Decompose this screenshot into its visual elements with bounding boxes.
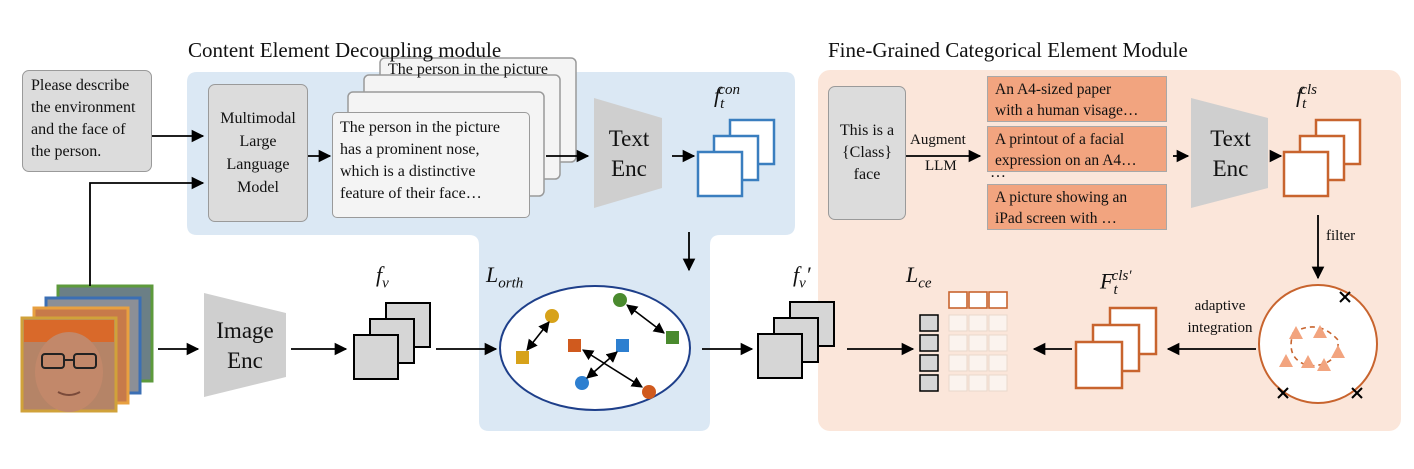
image-encoder-line: Enc xyxy=(227,348,263,373)
f-v-prime-symbol: fv′ xyxy=(793,262,811,292)
f-v-prime-mark: ′ xyxy=(805,262,811,287)
l-ce-base: L xyxy=(906,262,919,287)
f-con-symbol: ftcon xyxy=(714,82,740,113)
f-v-prime-sub: v xyxy=(799,275,806,292)
F-cls-base: F xyxy=(1100,268,1114,294)
prompt-line: the person. xyxy=(31,143,102,160)
text-encoder-left-label: Text Enc xyxy=(596,124,662,184)
prompt-line: Please describe xyxy=(31,77,130,94)
f-cls-feature-stack xyxy=(1282,118,1362,198)
description-line: An A4-sized paper xyxy=(995,81,1112,98)
text-encoder-right-label: Text Enc xyxy=(1193,124,1268,184)
text-encoder-right-line: Text xyxy=(1210,126,1251,151)
description-box: An A4-sized paper with a human visage… xyxy=(987,76,1167,122)
description-ellipsis: … xyxy=(990,164,1006,181)
generated-text-line: The person in the picture xyxy=(340,119,500,136)
description-line: expression on an A4… xyxy=(995,152,1137,169)
f-v-symbol: fv xyxy=(376,262,389,292)
orthogonality-space xyxy=(499,285,691,411)
generated-text-line: has a prominent nose, xyxy=(340,141,480,158)
generated-text-line: feature of their face… xyxy=(340,185,482,202)
F-cls-sup: cls′ xyxy=(1111,268,1132,284)
llm-label: LLM xyxy=(925,158,957,174)
mllm-line: Multimodal xyxy=(220,110,296,127)
adaptive-label: adaptive xyxy=(1194,298,1246,314)
f-v-feature-stack xyxy=(353,302,431,380)
f-con-sub: t xyxy=(720,95,725,112)
filter-label: filter xyxy=(1326,228,1356,244)
F-cls-symbol: Ftcls′ xyxy=(1100,268,1132,299)
class-prompt-line: This is a xyxy=(839,122,895,139)
flow-arrows xyxy=(89,129,1325,356)
image-encoder-label: Image Enc xyxy=(204,316,286,376)
description-line: A picture showing an xyxy=(995,189,1128,206)
text-encoder-right-line: Enc xyxy=(1212,156,1249,181)
l-orth-sub: orth xyxy=(498,275,524,292)
f-con-feature-stack xyxy=(696,118,776,198)
prompt-line: the environment xyxy=(31,99,136,116)
l-ce-sub: ce xyxy=(918,275,932,292)
text-encoder-left-shape xyxy=(594,98,662,208)
back-card-text: The person in the picture xyxy=(388,61,548,78)
class-prompt-line: face xyxy=(853,166,881,183)
f-v-base: f xyxy=(376,262,383,287)
l-orth-symbol: Lorth xyxy=(486,262,523,292)
augment-label: Augment xyxy=(910,132,966,148)
mllm-box: Multimodal Large Language Model xyxy=(208,84,308,222)
F-cls-feature-stack xyxy=(1074,306,1158,390)
f-con-base: f xyxy=(714,82,721,108)
filter-circle xyxy=(1258,284,1378,404)
description-box: A picture showing an iPad screen with … xyxy=(987,184,1167,230)
description-line: A printout of a facial xyxy=(995,131,1125,148)
f-con-sup: con xyxy=(718,82,740,98)
image-encoder-line: Image xyxy=(216,318,274,343)
f-v-sub: v xyxy=(382,275,389,292)
mllm-line: Model xyxy=(237,179,279,196)
description-line: with a human visage… xyxy=(995,102,1139,119)
f-cls-sub: t xyxy=(1302,95,1307,112)
F-cls-sub: t xyxy=(1113,281,1118,298)
generated-text-card: The person in the picture has a prominen… xyxy=(332,112,530,218)
logit-grid xyxy=(919,291,1008,392)
l-orth-base: L xyxy=(486,262,499,287)
prompt-box: Please describe the environment and the … xyxy=(22,70,152,172)
description-box: A printout of a facial expression on an … xyxy=(987,126,1167,172)
text-encoder-right-shape xyxy=(1191,98,1268,208)
face-image-stack xyxy=(20,284,154,413)
class-prompt-box: This is a {Class} face xyxy=(828,86,906,220)
f-cls-base: f xyxy=(1296,82,1303,108)
mllm-line: Large xyxy=(239,133,277,150)
prompt-line: and the face of xyxy=(31,121,126,138)
class-prompt-line: {Class} xyxy=(841,144,893,161)
f-cls-symbol: ftcls xyxy=(1296,82,1317,113)
image-encoder-shape xyxy=(204,293,286,397)
f-v-prime-base: f xyxy=(793,262,800,287)
content-decoupling-title: Content Element Decoupling module xyxy=(188,38,502,62)
f-cls-sup: cls xyxy=(1300,82,1317,98)
integration-label: integration xyxy=(1187,320,1253,336)
fine-grained-title: Fine-Grained Categorical Element Module xyxy=(828,38,1188,62)
generated-text-line: which is a distinctive xyxy=(340,163,476,180)
text-encoder-left-line: Enc xyxy=(611,156,647,181)
l-ce-symbol: Lce xyxy=(906,262,932,292)
text-encoder-left-line: Text xyxy=(608,126,650,151)
description-line: iPad screen with … xyxy=(995,210,1117,227)
mllm-line: Language xyxy=(226,156,290,173)
f-v-prime-feature-stack xyxy=(757,301,835,379)
